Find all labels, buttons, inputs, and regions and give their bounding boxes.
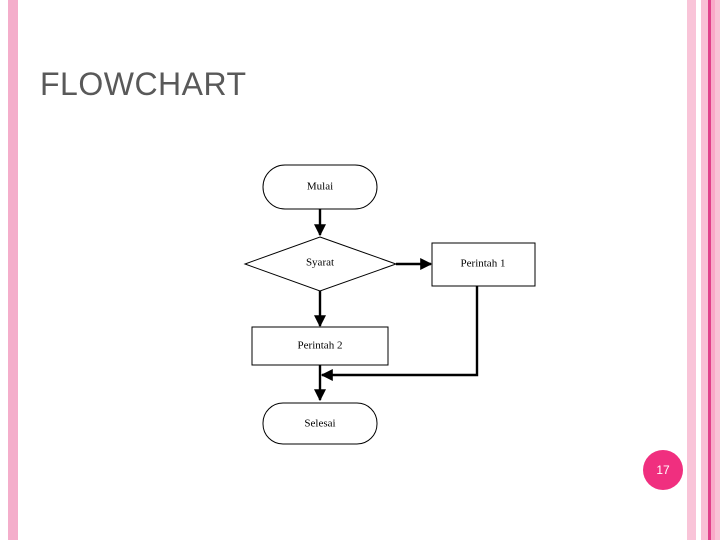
flow-node-mulai[interactable]: Mulai	[262, 164, 378, 210]
decorative-stripe-right-1	[687, 0, 696, 540]
flow-node-perintah2[interactable]: Perintah 2	[251, 326, 389, 366]
decorative-stripe-right-accent	[708, 0, 711, 540]
perintah1-shape	[431, 242, 536, 287]
perintah2-shape	[251, 326, 389, 366]
mulai-shape	[262, 164, 378, 210]
flow-node-selesai[interactable]: Selesai	[262, 402, 378, 445]
decorative-stripe-right-2	[701, 0, 708, 540]
perintah2-label: Perintah 2	[298, 340, 343, 352]
selesai-label: Selesai	[304, 418, 335, 430]
decorative-stripe-right-5	[715, 0, 720, 540]
page-number-badge: 17	[643, 450, 683, 490]
selesai-shape	[262, 402, 378, 445]
flow-node-syarat[interactable]: Syarat	[243, 236, 398, 292]
syarat-shape	[243, 236, 398, 292]
flow-node-perintah1[interactable]: Perintah 1	[431, 242, 536, 287]
edge-perintah1-to-merge	[320, 286, 479, 381]
mulai-label: Mulai	[307, 181, 333, 193]
page-number-text: 17	[656, 463, 670, 477]
decorative-stripe-left	[8, 0, 18, 540]
perintah1-label: Perintah 1	[461, 258, 506, 270]
syarat-label: Syarat	[306, 257, 334, 269]
slide-title: FLOWCHART	[40, 66, 247, 102]
decorative-stripe-right-4	[711, 0, 715, 540]
